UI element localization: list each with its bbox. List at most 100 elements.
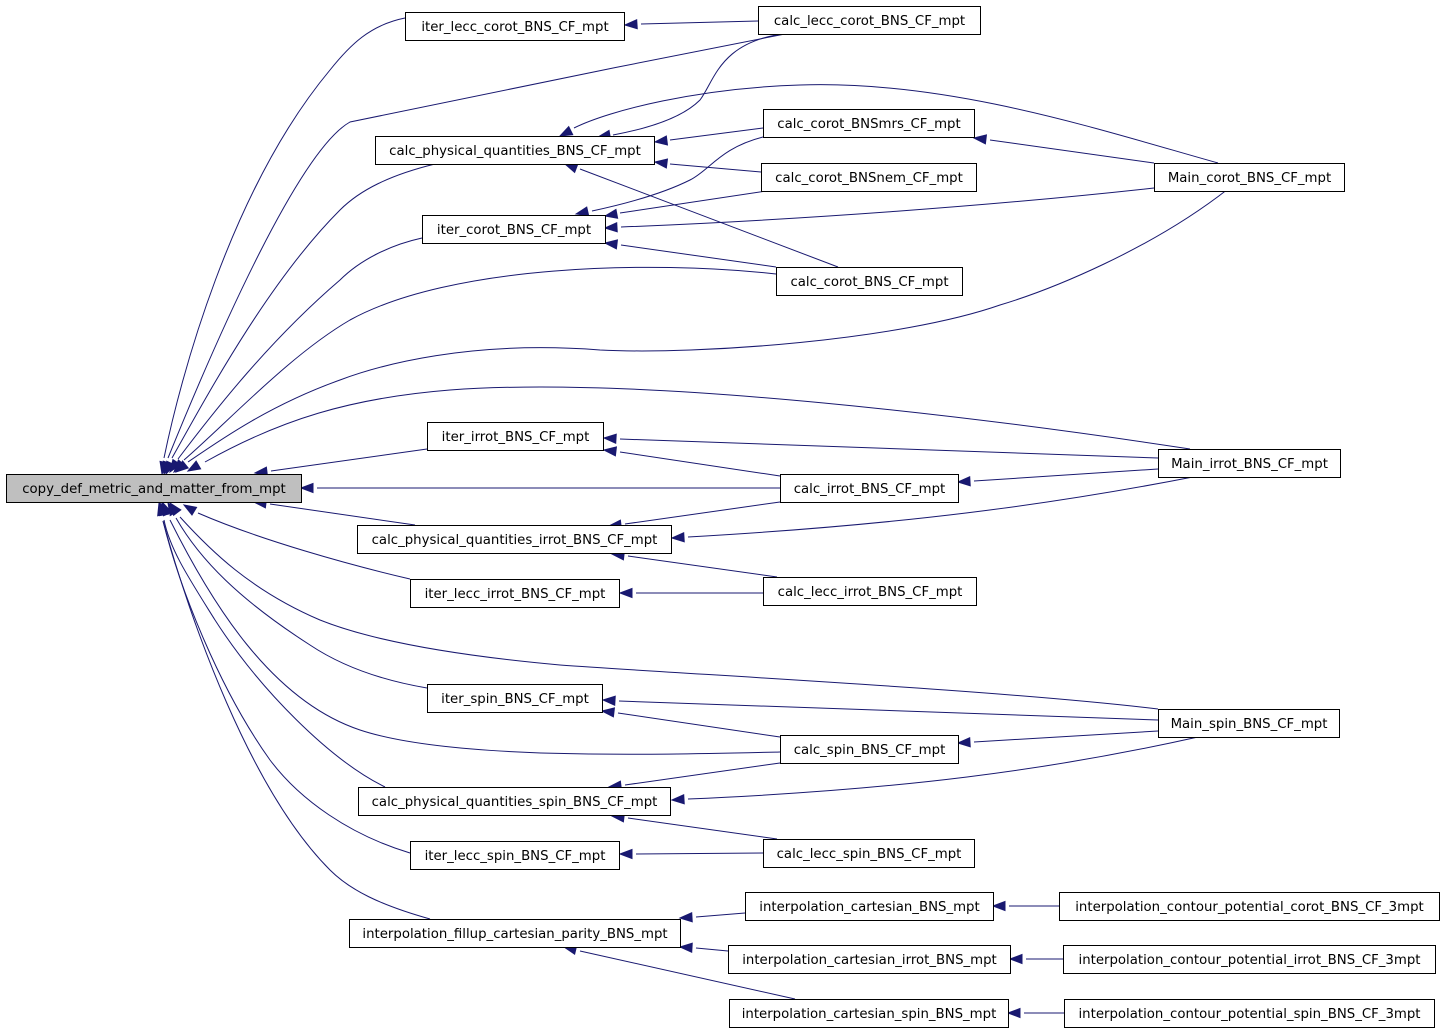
node-box[interactable] [405, 12, 625, 41]
node-interp-cart-irrot[interactable]: interpolation_cartesian_irrot_BNS_mpt [728, 945, 1011, 974]
node-interp-contour-spin[interactable]: interpolation_contour_potential_spin_BNS… [1064, 999, 1435, 1028]
edge-main_irrot-to-calc_irrot [956, 468, 1159, 487]
edge-line [695, 947, 729, 952]
node-layer: copy_def_metric_and_matter_from_mpt iter_… [6, 6, 1440, 1028]
node-calc-lecc-irrot[interactable]: calc_lecc_irrot_BNS_CF_mpt [763, 577, 977, 606]
edge-line [695, 912, 746, 918]
node-calc-phys-corot[interactable]: calc_physical_quantities_BNS_CF_mpt [375, 136, 655, 165]
arrowhead-icon [157, 501, 168, 517]
node-box[interactable] [427, 422, 604, 451]
node-calc-phys-irrot[interactable]: calc_physical_quantities_irrot_BNS_CF_mp… [357, 525, 672, 554]
node-box[interactable] [763, 577, 977, 606]
node-box[interactable] [357, 525, 672, 554]
node-box[interactable] [728, 945, 1011, 974]
node-label[interactable]: Main_corot_BNS_CF_mpt [1168, 171, 1331, 186]
node-iter-lecc-spin[interactable]: iter_lecc_spin_BNS_CF_mpt [410, 841, 620, 870]
node-label[interactable]: calc_lecc_corot_BNS_CF_mpt [774, 14, 965, 29]
node-label[interactable]: Main_spin_BNS_CF_mpt [1171, 717, 1328, 732]
node-label[interactable]: interpolation_contour_potential_spin_BNS… [1078, 1007, 1420, 1022]
node-label[interactable]: iter_lecc_spin_BNS_CF_mpt [425, 849, 606, 864]
node-label[interactable]: calc_corot_BNSmrs_CF_mpt [777, 117, 960, 132]
node-interp-cart[interactable]: interpolation_cartesian_BNS_mpt [745, 892, 994, 921]
node-box[interactable] [758, 6, 981, 35]
node-label[interactable]: calc_spin_BNS_CF_mpt [794, 743, 946, 758]
node-label[interactable]: iter_corot_BNS_CF_mpt [437, 223, 591, 238]
edge-iter_corot-to-root [169, 237, 423, 474]
node-iter-lecc-irrot[interactable]: iter_lecc_irrot_BNS_CF_mpt [410, 579, 620, 608]
node-label[interactable]: interpolation_contour_potential_corot_BN… [1075, 900, 1424, 915]
node-calc-lecc-spin[interactable]: calc_lecc_spin_BNS_CF_mpt [763, 839, 975, 868]
node-label[interactable]: calc_corot_BNSnem_CF_mpt [775, 171, 963, 186]
node-calc-phys-spin[interactable]: calc_physical_quantities_spin_BNS_CF_mpt [358, 787, 671, 816]
node-box[interactable] [1063, 945, 1436, 974]
node-label[interactable]: calc_lecc_irrot_BNS_CF_mpt [778, 585, 963, 600]
arrowhead-icon [601, 695, 616, 706]
node-calc-corot[interactable]: calc_corot_BNS_CF_mpt [776, 267, 963, 296]
node-label[interactable]: interpolation_cartesian_spin_BNS_mpt [742, 1007, 997, 1022]
node-calc-spin[interactable]: calc_spin_BNS_CF_mpt [780, 735, 959, 764]
node-interp-cart-spin[interactable]: interpolation_cartesian_spin_BNS_mpt [729, 999, 1009, 1028]
node-label[interactable]: interpolation_fillup_cartesian_parity_BN… [362, 927, 667, 942]
edge-line [687, 736, 1199, 800]
node-box[interactable] [1158, 709, 1340, 738]
node-box[interactable] [763, 109, 975, 138]
node-box[interactable] [1154, 163, 1345, 192]
node-label[interactable]: Main_irrot_BNS_CF_mpt [1171, 457, 1328, 472]
node-label[interactable]: iter_lecc_irrot_BNS_CF_mpt [425, 587, 606, 602]
node-label[interactable]: calc_corot_BNS_CF_mpt [790, 275, 948, 290]
node-root[interactable]: copy_def_metric_and_matter_from_mpt [6, 474, 302, 503]
arrowhead-icon [653, 158, 669, 169]
node-box[interactable] [745, 892, 994, 921]
node-box[interactable] [410, 579, 620, 608]
node-box[interactable] [763, 839, 975, 868]
node-iter-corot[interactable]: iter_corot_BNS_CF_mpt [422, 215, 606, 244]
node-box[interactable] [358, 787, 671, 816]
edge-line [183, 266, 777, 461]
node-label[interactable]: iter_irrot_BNS_CF_mpt [442, 430, 590, 445]
node-box[interactable] [427, 684, 603, 713]
node-label[interactable]: iter_lecc_corot_BNS_CF_mpt [421, 20, 608, 35]
node-label[interactable]: interpolation_contour_potential_irrot_BN… [1079, 953, 1421, 968]
node-box[interactable] [1064, 999, 1435, 1028]
node-box[interactable] [776, 267, 963, 296]
node-box[interactable] [410, 841, 620, 870]
edge-line [177, 237, 423, 460]
node-label[interactable]: calc_physical_quantities_irrot_BNS_CF_mp… [372, 533, 658, 548]
node-iter-spin[interactable]: iter_spin_BNS_CF_mpt [427, 684, 603, 713]
edge-main_irrot-to-iter_irrot [602, 433, 1159, 459]
node-interp-fillup[interactable]: interpolation_fillup_cartesian_parity_BN… [349, 919, 681, 948]
node-interp-contour-irrot[interactable]: interpolation_contour_potential_irrot_BN… [1063, 945, 1436, 974]
node-main-spin[interactable]: Main_spin_BNS_CF_mpt [1158, 709, 1340, 738]
node-box[interactable] [349, 919, 681, 948]
node-label[interactable]: interpolation_cartesian_irrot_BNS_mpt [742, 953, 997, 968]
node-iter-irrot[interactable]: iter_irrot_BNS_CF_mpt [427, 422, 604, 451]
node-box[interactable] [780, 474, 959, 503]
node-label[interactable]: copy_def_metric_and_matter_from_mpt [22, 482, 286, 497]
node-label[interactable]: interpolation_cartesian_BNS_mpt [759, 900, 979, 915]
node-label[interactable]: calc_irrot_BNS_CF_mpt [794, 482, 946, 497]
node-box[interactable] [1158, 449, 1341, 478]
node-calc-corot-nem[interactable]: calc_corot_BNSnem_CF_mpt [761, 163, 977, 192]
node-calc-irrot[interactable]: calc_irrot_BNS_CF_mpt [780, 474, 959, 503]
edge-line [175, 517, 428, 689]
node-label[interactable]: iter_spin_BNS_CF_mpt [441, 692, 589, 707]
node-label[interactable]: calc_lecc_spin_BNS_CF_mpt [777, 847, 962, 862]
arrowhead-icon [574, 206, 590, 217]
node-box[interactable] [729, 999, 1009, 1028]
edge-interp_cart_irrot-to-interp_fillup [678, 942, 729, 953]
node-iter-lecc-corot[interactable]: iter_lecc_corot_BNS_CF_mpt [405, 12, 625, 41]
node-calc-lecc-corot[interactable]: calc_lecc_corot_BNS_CF_mpt [758, 6, 981, 35]
node-calc-corot-mrs[interactable]: calc_corot_BNSmrs_CF_mpt [763, 109, 975, 138]
node-interp-contour-corot[interactable]: interpolation_contour_potential_corot_BN… [1059, 892, 1440, 921]
node-label[interactable]: calc_physical_quantities_spin_BNS_CF_mpt [372, 795, 658, 810]
node-box[interactable] [1059, 892, 1440, 921]
node-box[interactable] [422, 215, 606, 244]
node-main-irrot[interactable]: Main_irrot_BNS_CF_mpt [1158, 449, 1341, 478]
node-box[interactable] [375, 136, 655, 165]
node-main-corot[interactable]: Main_corot_BNS_CF_mpt [1154, 163, 1345, 192]
node-box[interactable] [761, 163, 977, 192]
node-label[interactable]: calc_physical_quantities_BNS_CF_mpt [389, 144, 641, 159]
node-box[interactable] [780, 735, 959, 764]
edge-interp_cart-to-interp_fillup [678, 912, 746, 923]
node-box[interactable] [6, 474, 302, 503]
